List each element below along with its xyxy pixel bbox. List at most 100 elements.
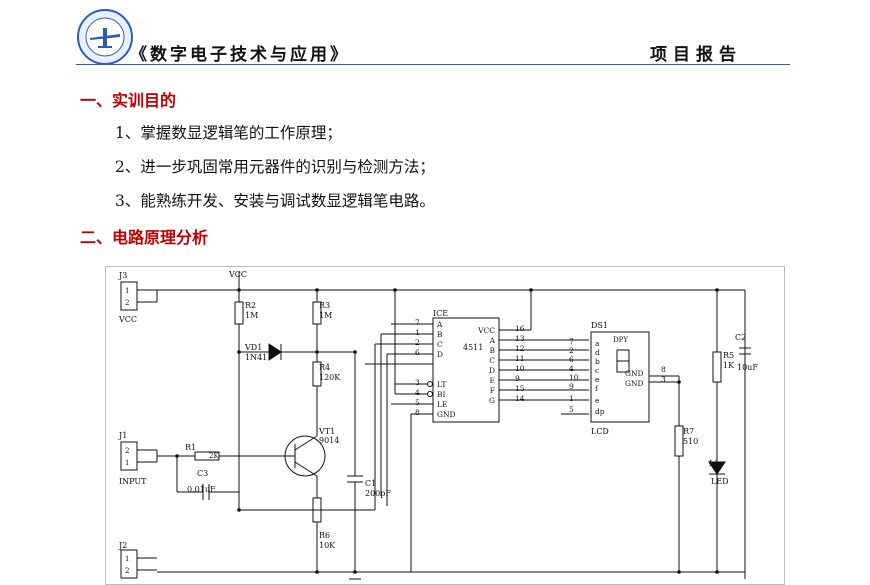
label-r4: R4 [319, 363, 330, 372]
label-ic: ICE [433, 309, 448, 318]
label-c1-value: 200pF [365, 489, 391, 498]
display-pin-number: 6 [569, 355, 574, 364]
ic-pin-number: 2 [415, 338, 420, 347]
objective-item: 3、能熟练开发、安装与调试数显逻辑笔电路。 [115, 192, 435, 210]
label-c2: C2 [735, 333, 746, 342]
ic-pin-label: D [489, 366, 495, 375]
label-r6-value: 10K [319, 541, 336, 550]
label-ic-part: 4511 [463, 343, 483, 352]
display-pin-number: 10 [569, 373, 579, 382]
display-pin-number: 9 [569, 382, 574, 391]
label-r2: R2 [245, 301, 256, 310]
ic-pin-label: GND [437, 410, 456, 419]
ic-pin-number: 12 [515, 344, 525, 353]
ic-pin-label: C [489, 356, 495, 365]
objective-item: 2、进一步巩固常用元器件的识别与检测方法； [115, 158, 435, 176]
label-c3: C3 [197, 469, 208, 478]
ic-pin-label: LT [437, 380, 446, 389]
ic-pin-label: E [490, 376, 495, 385]
ic-pin-label: A [436, 320, 443, 329]
ic-pin-label: B [489, 346, 495, 355]
label-vd1-value: 1N41 [245, 353, 267, 362]
display-gnd-label: GND [625, 379, 644, 388]
label-vd1: VD1 [244, 343, 262, 352]
ic-pin-number: 6 [415, 348, 420, 357]
ic-pin-number: 11 [515, 354, 525, 363]
ic-pin-label: BI [437, 390, 446, 399]
label-r2-value: 1M [245, 311, 258, 320]
label-lcd: LCD [591, 427, 609, 436]
display-pin-label: e [595, 375, 600, 384]
display-pin-number: 2 [569, 346, 574, 355]
ic-pin-number: 15 [515, 384, 525, 393]
label-c1: C1 [365, 479, 376, 488]
circuit-schematic: J3 12 VCC VCC R2 1M R3 1M VD1 1N41 R4 12… [105, 266, 785, 585]
objective-item: 1、掌握数显逻辑笔的工作原理； [115, 124, 342, 142]
ic-pin-number: 4 [415, 388, 420, 397]
university-logo [77, 9, 133, 65]
label-r7-value: 510 [683, 437, 698, 446]
label-r7: R7 [683, 427, 694, 436]
svg-text:1: 1 [125, 287, 129, 295]
svg-text:2: 2 [125, 447, 129, 455]
course-title: 《数字电子技术与应用》 [130, 45, 350, 65]
svg-text:1: 1 [125, 459, 129, 467]
display-pin-label: b [595, 357, 600, 366]
label-j3-vcc: VCC [118, 315, 137, 324]
label-r6: R6 [319, 531, 330, 540]
display-pin-label: e [595, 396, 600, 405]
ic-pin-number: 14 [515, 394, 525, 403]
label-j2: J2 [118, 541, 127, 550]
display-pin-number: 1 [569, 394, 574, 403]
svg-text:2: 2 [125, 299, 129, 307]
display-pin-number: 4 [569, 364, 574, 373]
ic-pin-number: 13 [515, 334, 525, 343]
display-pin-label: f [595, 384, 599, 393]
ic-pin-label: A [489, 336, 496, 345]
ic-pin-label: LE [437, 400, 447, 409]
display-pin-label: c [595, 366, 599, 375]
display-gnd-label: GND [625, 369, 644, 378]
display-pin-number: 8 [661, 365, 666, 374]
label-r1-value: 2K [209, 452, 219, 460]
ic-pin-number: 5 [415, 398, 420, 407]
label-vcc: VCC [228, 270, 247, 279]
label-vt1-value: 9014 [319, 436, 339, 445]
section-heading-objectives: 一、实训目的 [80, 91, 177, 110]
ic-pin-number: 8 [415, 408, 420, 417]
display-pin-number: 5 [569, 405, 574, 414]
display-pin-label: a [595, 339, 600, 348]
label-j3: J3 [118, 271, 127, 280]
label-c3-value: 0.01uF [187, 485, 216, 494]
ic-pin-label: F [490, 386, 495, 395]
label-c2-value: 10uF [737, 363, 758, 372]
header-divider [76, 64, 790, 65]
label-r1: R1 [185, 443, 196, 452]
ic-pin-number: 3 [415, 378, 420, 387]
label-led: LED [711, 477, 729, 486]
label-r3-value: 1M [319, 311, 332, 320]
display-pin-label: dp [595, 407, 605, 416]
ic-pin-label: B [437, 330, 443, 339]
ic-pin-label: D [437, 350, 443, 359]
document-type: 项目报告 [650, 45, 742, 65]
ic-pin-label: C [437, 340, 443, 349]
ic-pin-number: 1 [415, 328, 420, 337]
ic-pin-number: 10 [515, 364, 525, 373]
label-ds1: DS1 [591, 321, 608, 330]
ic-pin-number: 16 [515, 324, 525, 333]
label-l1: L1 [709, 459, 719, 468]
label-r4-value: 120K [319, 373, 341, 382]
section-heading-circuit-analysis: 二、电路原理分析 [80, 228, 209, 247]
label-r5-value: 1K [723, 361, 735, 370]
label-j1: J1 [118, 431, 127, 440]
ic-pin-number: 7 [415, 318, 420, 327]
ic-pin-number: 9 [515, 374, 520, 383]
ic-pin-label: G [489, 396, 495, 405]
label-r5: R5 [723, 351, 734, 360]
label-dpy: DPY [613, 336, 628, 344]
display-pin-label: d [595, 348, 600, 357]
display-pin-number: 3 [661, 375, 666, 384]
label-r3: R3 [319, 301, 330, 310]
svg-text:2: 2 [125, 567, 129, 575]
